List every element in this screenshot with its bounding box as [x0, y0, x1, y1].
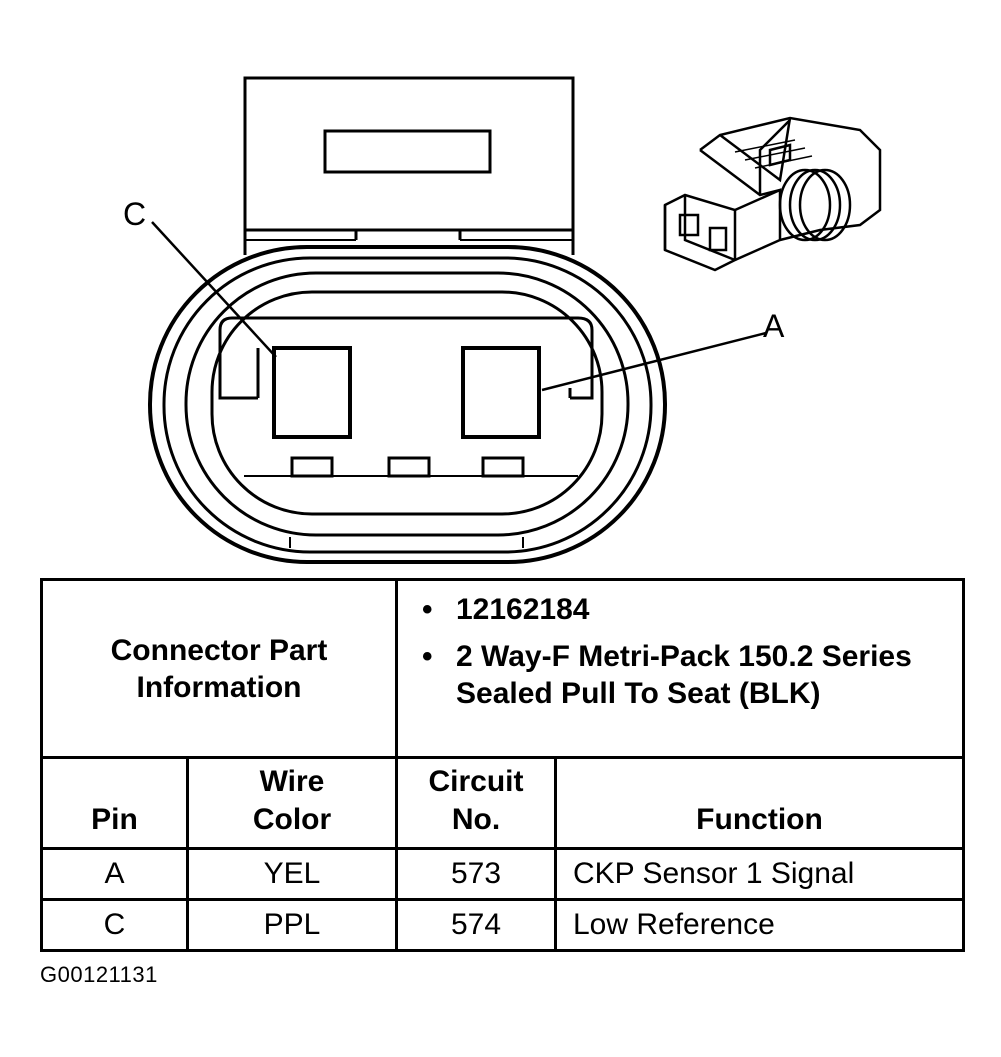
- connector-part-info-label: Connector Part Information: [40, 578, 398, 759]
- row-pin: A: [40, 847, 189, 901]
- header-function: Function: [554, 756, 965, 850]
- header-wire-color: Wire Color: [186, 756, 398, 850]
- connector-description: 2 Way-F Metri-Pack 150.2 Series Sealed P…: [422, 638, 916, 712]
- header-circuit-no: Circuit No.: [395, 756, 557, 850]
- row-wire-color: PPL: [186, 898, 398, 952]
- connector-face-diagram: [148, 76, 882, 564]
- connector-isometric-icon: [663, 116, 882, 272]
- row-wire-color: YEL: [186, 847, 398, 901]
- connector-part-info-details: 12162184 2 Way-F Metri-Pack 150.2 Series…: [395, 578, 965, 759]
- row-function: Low Reference: [554, 898, 965, 952]
- pin-c-label: C: [123, 196, 147, 232]
- connector-info-table: Connector Part Information 12162184 2 Wa…: [40, 578, 965, 952]
- header-pin: Pin: [40, 756, 189, 850]
- figure-id: G00121131: [40, 962, 158, 987]
- row-pin: C: [40, 898, 189, 952]
- row-function: CKP Sensor 1 Signal: [554, 847, 965, 901]
- table-row: C PPL 574 Low Reference: [40, 898, 965, 952]
- row-circuit: 573: [395, 847, 557, 901]
- part-number: 12162184: [422, 591, 962, 628]
- row-circuit: 574: [395, 898, 557, 952]
- pin-a-label: A: [763, 308, 785, 344]
- table-row: A YEL 573 CKP Sensor 1 Signal: [40, 847, 965, 901]
